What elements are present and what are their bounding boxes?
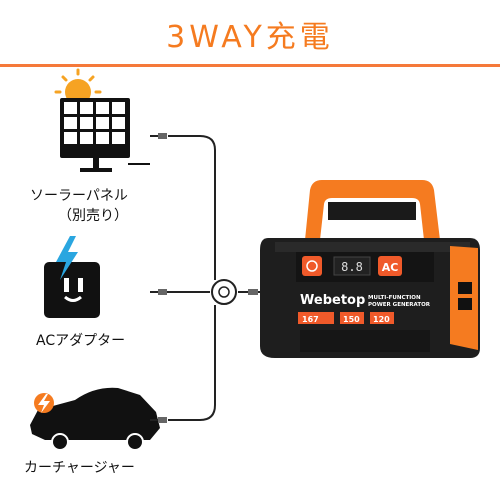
title-underline bbox=[0, 64, 500, 67]
car-icon bbox=[30, 387, 160, 451]
ac-button bbox=[378, 256, 402, 276]
power-button bbox=[302, 256, 322, 276]
solar-panel-label: ソーラーパネル bbox=[30, 188, 128, 204]
device-subtitle-line1: MULTI-FUNCTION bbox=[368, 295, 421, 301]
device-subtitle-line2: POWER GENERATOR bbox=[368, 302, 431, 308]
solar-panel-note: （別売り） bbox=[58, 208, 128, 224]
ac-outlet-icon bbox=[44, 236, 100, 318]
car-charger-label: カーチャージャー bbox=[24, 460, 135, 476]
capacity-label-2: 150 bbox=[343, 315, 360, 324]
display-readout: 8.8 bbox=[341, 260, 363, 274]
power-station-device bbox=[260, 180, 480, 358]
ac-button-label: AC bbox=[382, 261, 399, 274]
device-brand: Webetop bbox=[300, 293, 365, 308]
charging-port-icon bbox=[211, 279, 237, 305]
capacity-label-3: 120 bbox=[373, 315, 390, 324]
page-title: 3WAY充電 bbox=[166, 20, 334, 55]
capacity-label-1: 167 bbox=[302, 315, 319, 324]
connector-lines bbox=[150, 135, 262, 421]
ac-adapter-label: ACアダプター bbox=[36, 333, 126, 349]
solar-panel-icon bbox=[60, 98, 150, 172]
